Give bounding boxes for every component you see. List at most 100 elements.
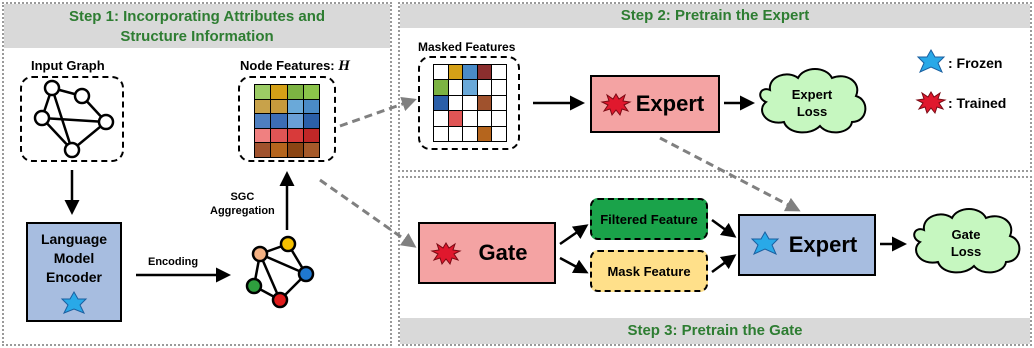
expert-loss-cloud [759,68,867,134]
node-feature-cell [287,128,303,143]
frozen-expert-label: Expert [788,232,858,257]
trained-burst-icon-gate [430,242,462,266]
step1-title-line1: Step 1: Incorporating Attributes and [68,8,326,25]
node-feature-cell [287,114,303,128]
input-graph-icon [33,79,115,159]
node-feature-cell [303,99,319,114]
sgc-line1: SGC [230,191,255,203]
masked-feature-cell [492,80,506,95]
arrow-gate-to-mask [559,256,589,274]
expert-label: Expert [635,91,705,116]
gate-loss-line1: Gate [951,227,981,242]
gate-loss-cloud [913,208,1021,274]
gate-label: Gate [478,240,528,265]
masked-feature-cell [492,126,506,141]
masked-feature-cell [463,111,477,126]
masked-feature-cell [463,65,477,80]
masked-feature-cell [448,111,463,126]
masked-feature-cell [477,95,492,111]
gate-box: Gate [418,222,556,284]
node-feature-cell [271,143,287,157]
node-features-label: Node Features: H [240,58,350,75]
masked-feature-cell [434,95,448,111]
trained-burst-icon-expert [600,93,632,117]
masked-feature-cell [492,95,506,111]
frozen-star-icon-expert [750,230,780,255]
masked-features-box [418,56,520,150]
filtered-feature-label: Filtered Feature [600,211,698,227]
node-feature-cell [287,85,303,99]
node-feature-cell [255,99,271,114]
sgc-line2: Aggregation [210,205,275,217]
dashed-arrow-expert-to-frozen-expert [659,136,801,212]
lm-line2: Model [53,250,95,266]
step1-title-line2: Structure Information [120,28,274,45]
node-feature-cell [255,143,271,157]
dashed-arrow-features-to-gate [319,178,417,248]
masked-feature-cell [477,126,492,141]
masked-feature-cell [434,65,448,80]
trained-burst-icon-legend [915,91,947,115]
node-feature-cell [303,128,319,143]
masked-feature-cell [492,111,506,126]
legend-frozen-label: : Frozen [948,55,1003,71]
node-feature-cell [271,85,287,99]
mask-feature-box: Mask Feature [590,250,708,292]
arrow-gate-to-filtered [559,224,589,246]
gate-loss-text: Gate Loss [936,226,996,260]
sgc-label: SGC Aggregation [210,190,275,218]
encoded-graph-icon [245,235,315,309]
masked-feature-cell [448,65,463,80]
node-feature-cell [255,85,271,99]
node-feature-cell [271,128,287,143]
step3-panel [398,176,1032,346]
dashed-arrow-features-to-masked [339,96,417,128]
lm-line3: Encoder [45,269,102,285]
masked-feature-cell [434,126,448,141]
masked-feature-cell [434,80,448,95]
masked-feature-cell [448,126,463,141]
arrow-filtered-to-expert [711,218,737,238]
filtered-feature-box: Filtered Feature [590,198,708,240]
encoding-label: Encoding [148,256,199,268]
gate-loss-line2: Loss [950,244,982,259]
step1-title: Step 1: Incorporating Attributes and Str… [4,4,390,48]
step3-title: Step 3: Pretrain the Gate [400,318,1030,344]
node-feature-cell [271,99,287,114]
step2-title: Step 2: Pretrain the Expert [400,4,1030,28]
arrow-mask-to-expert [711,254,737,274]
expert-loss-line2: Loss [796,104,828,119]
node-feature-cell [287,99,303,114]
masked-feature-cell [463,95,477,111]
masked-features-label: Masked Features [418,40,516,54]
node-features-grid [254,84,320,158]
node-feature-cell [303,85,319,99]
expert-loss-text: Expert Loss [782,86,842,120]
masked-feature-cell [448,95,463,111]
node-feature-cell [303,114,319,128]
node-feature-cell [287,143,303,157]
step2-panel [398,2,1032,172]
node-feature-cell [271,114,287,128]
node-features-box [238,76,336,162]
masked-feature-cell [477,65,492,80]
node-features-symbol: H [338,58,350,74]
input-graph-label: Input Graph [31,58,105,73]
masked-feature-cell [463,126,477,141]
legend-trained-label: : Trained [948,95,1007,111]
masked-feature-cell [492,65,506,80]
masked-feature-cell [434,111,448,126]
mask-feature-label: Mask Feature [607,263,691,279]
frozen-star-icon-lm [60,290,88,314]
input-graph-box [20,76,124,162]
lm-line1: Language [40,231,108,247]
node-feature-cell [255,128,271,143]
masked-feature-cell [448,80,463,95]
masked-feature-cell [477,80,492,95]
step1-panel [2,2,392,346]
masked-feature-cell [477,111,492,126]
masked-feature-cell [463,80,477,95]
node-feature-cell [255,114,271,128]
expert-loss-line1: Expert [791,87,833,102]
